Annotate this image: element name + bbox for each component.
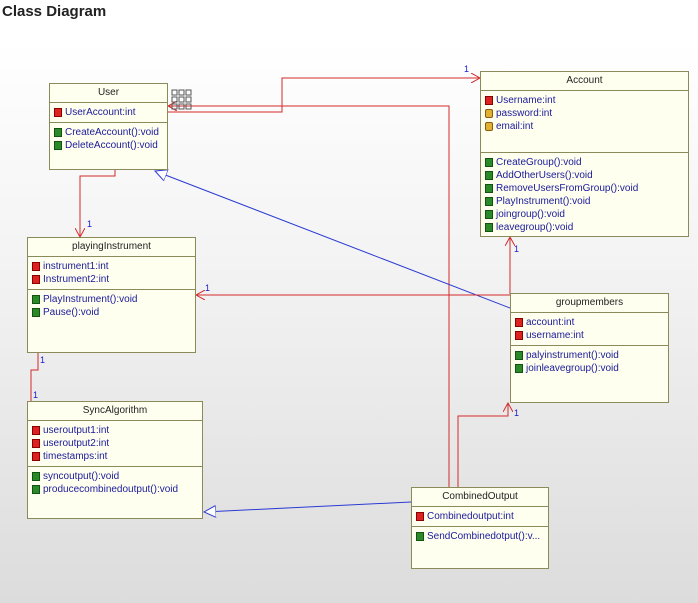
- operation-row: RemoveUsersFromGroup():void: [485, 182, 684, 195]
- multiplicity-label: 1: [33, 390, 39, 400]
- public-operation-icon: [515, 364, 523, 373]
- attribute-section: instrument1:int Instrument2:int: [28, 257, 195, 289]
- operation-row: joingroup():void: [485, 208, 684, 221]
- private-attribute-icon: [54, 108, 62, 117]
- operation-section: syncoutput():void producecombinedoutput(…: [28, 466, 202, 499]
- association-combined-group: [457, 403, 508, 487]
- operation-section: CreateGroup():void AddOtherUsers():void …: [481, 152, 688, 236]
- multiplicity-label: 1: [87, 219, 93, 229]
- public-operation-icon: [32, 295, 40, 304]
- operation-row: CreateAccount():void: [54, 126, 163, 139]
- association-playing-sync: [30, 353, 39, 401]
- operation-row: SendCombinedotput():v...: [416, 530, 544, 543]
- protected-attribute-icon: [485, 109, 493, 118]
- attribute-section: account:int username:int: [511, 313, 668, 345]
- class-name: playingInstrument: [28, 238, 195, 257]
- association-user-playing: [80, 170, 116, 237]
- private-attribute-icon: [515, 331, 523, 340]
- attribute-row: Combinedoutput:int: [416, 510, 544, 523]
- operation-row: PlayInstrument():void: [32, 293, 191, 306]
- private-attribute-icon: [416, 512, 424, 521]
- private-attribute-icon: [485, 96, 493, 105]
- public-operation-icon: [485, 197, 493, 206]
- class-account[interactable]: Account Username:int password:int email:…: [480, 71, 689, 237]
- generalization-group-user: [155, 171, 511, 309]
- attribute-section: Combinedoutput:int: [412, 507, 548, 526]
- operation-row: Pause():void: [32, 306, 191, 319]
- attribute-row: account:int: [515, 316, 664, 329]
- element-icons: [171, 89, 192, 110]
- public-operation-icon: [54, 128, 62, 137]
- association-user-account: [168, 78, 480, 113]
- class-name: CombinedOutput: [412, 488, 548, 507]
- class-name: SyncAlgorithm: [28, 402, 202, 421]
- operation-row: producecombinedoutput():void: [32, 483, 198, 496]
- attribute-row: username:int: [515, 329, 664, 342]
- public-operation-icon: [485, 171, 493, 180]
- operation-row: PlayInstrument():void: [485, 195, 684, 208]
- operation-section: PlayInstrument():void Pause():void: [28, 289, 195, 322]
- attribute-row: UserAccount:int: [54, 106, 163, 119]
- attribute-section: Username:int password:int email:int: [481, 91, 688, 152]
- attribute-row: Instrument2:int: [32, 273, 191, 286]
- operation-row: leavegroup():void: [485, 221, 684, 234]
- attribute-section: UserAccount:int: [50, 103, 167, 122]
- private-attribute-icon: [515, 318, 523, 327]
- association-combined-user: [168, 106, 450, 487]
- operation-section: SendCombinedotput():v...: [412, 526, 548, 546]
- public-operation-icon: [54, 141, 62, 150]
- attribute-section: useroutput1:int useroutput2:int timestam…: [28, 421, 202, 466]
- multiplicity-label: 1: [40, 355, 46, 365]
- attribute-row: useroutput2:int: [32, 437, 198, 450]
- multiplicity-label: 1: [514, 408, 520, 418]
- multiplicity-label: 1: [514, 244, 520, 254]
- attribute-row: Username:int: [485, 94, 684, 107]
- class-name: Account: [481, 72, 688, 91]
- public-operation-icon: [515, 351, 523, 360]
- multiplicity-label: 1: [464, 64, 470, 74]
- operation-section: CreateAccount():void DeleteAccount():voi…: [50, 122, 167, 155]
- public-operation-icon: [485, 210, 493, 219]
- private-attribute-icon: [32, 452, 40, 461]
- operation-row: CreateGroup():void: [485, 156, 684, 169]
- attribute-row: useroutput1:int: [32, 424, 198, 437]
- class-syncalgorithm[interactable]: SyncAlgorithm useroutput1:int useroutput…: [27, 401, 203, 519]
- operation-row: DeleteAccount():void: [54, 139, 163, 152]
- class-groupmembers[interactable]: groupmembers account:int username:int pa…: [510, 293, 669, 403]
- operation-row: AddOtherUsers():void: [485, 169, 684, 182]
- private-attribute-icon: [32, 439, 40, 448]
- public-operation-icon: [485, 184, 493, 193]
- public-operation-icon: [32, 472, 40, 481]
- operation-section: palyinstrument():void joinleavegroup():v…: [511, 345, 668, 378]
- private-attribute-icon: [32, 426, 40, 435]
- class-combinedoutput[interactable]: CombinedOutput Combinedoutput:int SendCo…: [411, 487, 549, 569]
- private-attribute-icon: [32, 262, 40, 271]
- attribute-row: email:int: [485, 120, 684, 133]
- class-name: User: [50, 84, 167, 103]
- operation-row: syncoutput():void: [32, 470, 198, 483]
- attribute-row: instrument1:int: [32, 260, 191, 273]
- class-playinginstrument[interactable]: playingInstrument instrument1:int Instru…: [27, 237, 196, 353]
- private-attribute-icon: [32, 275, 40, 284]
- class-user[interactable]: User UserAccount:int CreateAccount():voi…: [49, 83, 168, 170]
- attribute-row: timestamps:int: [32, 450, 198, 463]
- public-operation-icon: [485, 158, 493, 167]
- public-operation-icon: [416, 532, 424, 541]
- operation-row: joinleavegroup():void: [515, 362, 664, 375]
- class-name: groupmembers: [511, 294, 668, 313]
- protected-attribute-icon: [485, 122, 493, 131]
- generalization-combined-sync: [204, 501, 412, 512]
- operation-row: palyinstrument():void: [515, 349, 664, 362]
- page-title: Class Diagram: [2, 3, 107, 20]
- attribute-row: password:int: [485, 107, 684, 120]
- multiplicity-label: 1: [205, 283, 211, 293]
- public-operation-icon: [485, 223, 493, 232]
- public-operation-icon: [32, 485, 40, 494]
- public-operation-icon: [32, 308, 40, 317]
